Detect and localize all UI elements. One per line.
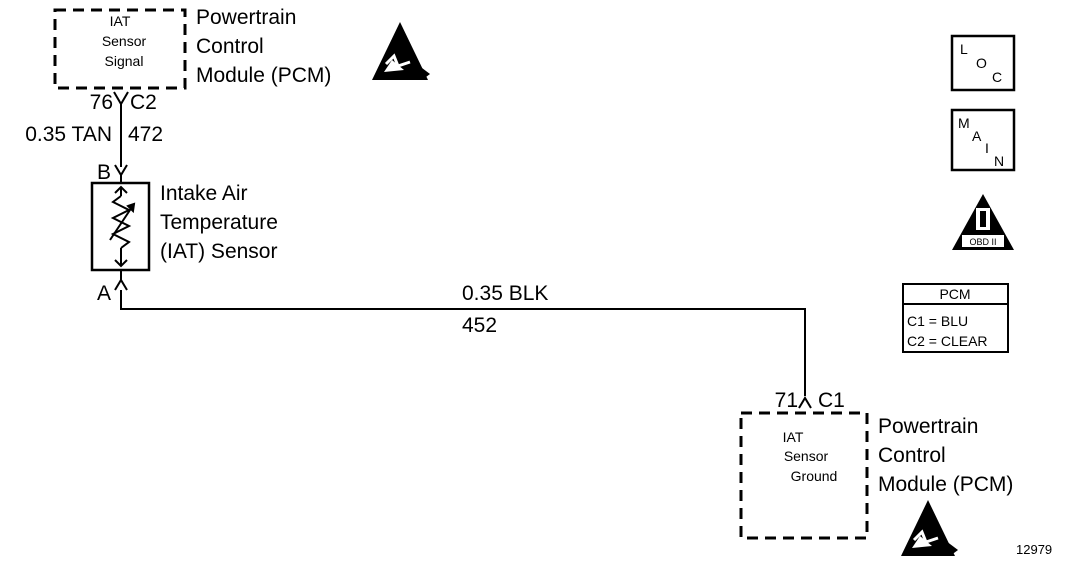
pcm-signal-box (53, 8, 187, 90)
pcm-signal-box-line-3: Signal (105, 53, 144, 69)
signal-wire-gauge-color: 0.35 TAN (25, 123, 112, 146)
pcm-ground-label-line-3: Module (PCM) (878, 473, 1013, 496)
connector-legend: PCM C1 = BLU C2 = CLEAR (902, 283, 1009, 353)
pcm-ground-terminal (798, 396, 812, 409)
legend-title: PCM (939, 286, 970, 302)
loc-symbol: L O C (950, 34, 1016, 92)
pcm-signal-box-line-1: IAT (110, 13, 131, 29)
pcm-signal-terminal (113, 91, 129, 106)
pcm-signal-box-line-2: Sensor (102, 33, 147, 49)
esd-warning-icon (901, 500, 958, 556)
main-symbol: M A I N (950, 108, 1016, 172)
main-letter-a: A (972, 128, 982, 144)
loc-letter-c: C (992, 69, 1002, 85)
legend-row-c2: C2 = CLEAR (907, 333, 988, 349)
pcm-signal-pin-number: 76 (90, 91, 113, 114)
pcm-ground-box-line-2: Sensor (784, 448, 829, 464)
figure-number: 12979 (1016, 542, 1052, 557)
esd-warning-icon (372, 22, 430, 80)
pcm-ground-connector-id: C1 (818, 389, 845, 412)
ground-wire: 0.35 BLK 452 (120, 282, 806, 396)
pcm-ground-pin-number: 71 (775, 389, 798, 412)
pcm-signal-connector-id: C2 (130, 91, 157, 114)
obd-ii-label: OBD II (969, 237, 996, 247)
pcm-signal-label-line-3: Module (PCM) (196, 64, 331, 87)
legend-row-c1: C1 = BLU (907, 313, 968, 329)
main-letter-n: N (994, 153, 1004, 169)
iat-sensor: B A Intake Air Temperature (IAT) Sensor (90, 161, 278, 305)
sensor-pin-b: B (97, 161, 111, 184)
main-letter-i: I (985, 140, 989, 156)
ground-wire-circuit-number: 452 (462, 314, 497, 337)
loc-letter-o: O (976, 55, 987, 71)
pcm-ground-label-line-2: Control (878, 444, 946, 467)
pcm-ground-box (739, 411, 869, 540)
signal-wire: 0.35 TAN 472 (25, 104, 163, 167)
loc-letter-l: L (960, 41, 968, 57)
pcm-ground-box-line-1: IAT (783, 429, 804, 445)
sensor-terminal-a (114, 278, 128, 291)
sensor-pin-a: A (97, 282, 111, 305)
pcm-signal-module: IAT Sensor Signal Powertrain Control Mod… (53, 6, 331, 114)
pcm-ground-module: 71 C1 IAT Sensor Ground Powertrain Contr… (739, 389, 1013, 540)
thermistor-icon (109, 185, 136, 268)
pcm-ground-box-line-3: Ground (791, 468, 838, 484)
main-letter-m: M (958, 115, 970, 131)
sensor-label-line-3: (IAT) Sensor (160, 240, 277, 263)
signal-wire-circuit-number: 472 (128, 123, 163, 146)
ground-wire-gauge-color: 0.35 BLK (462, 282, 548, 305)
sensor-label-line-2: Temperature (160, 211, 278, 234)
pcm-signal-label-line-2: Control (196, 35, 264, 58)
pcm-ground-label-line-1: Powertrain (878, 415, 978, 438)
sensor-label-line-1: Intake Air (160, 182, 248, 205)
pcm-signal-label-line-1: Powertrain (196, 6, 296, 29)
obd-ii-icon: OBD II (952, 194, 1014, 250)
